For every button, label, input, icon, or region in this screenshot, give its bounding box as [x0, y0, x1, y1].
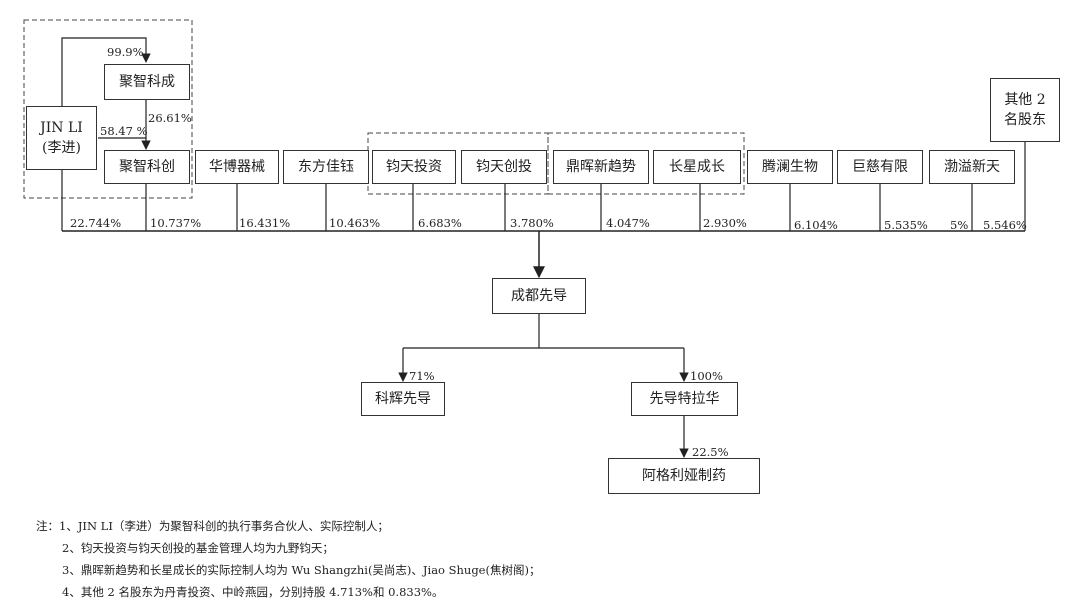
- node-agelia: 阿格利娅制药: [608, 458, 760, 494]
- footnote-2: 2、钧天投资与钧天创投的基金管理人均为九野钧天；: [62, 541, 334, 555]
- control-group-jin-li: [23, 19, 193, 199]
- footnote-4: 4、其他 2 名股东为丹青投资、中岭燕园，分别持股 4.713%和 0.833%…: [62, 585, 444, 599]
- node-juzhi-kecheng: 聚智科成: [104, 64, 190, 100]
- node-others: 其他 2 名股东: [990, 78, 1060, 142]
- pct-dinghui: 4.047%: [606, 216, 650, 230]
- pct-jin-to-kecheng: 99.9%: [107, 45, 144, 59]
- pct-jin-li: 22.744%: [70, 216, 122, 230]
- node-bohai: 渤溢新天: [929, 150, 1015, 184]
- node-juntian-touzi: 钧天投资: [372, 150, 456, 184]
- node-others-line2: 名股东: [1004, 112, 1046, 128]
- pct-xiandao-tlh: 100%: [690, 369, 723, 383]
- node-jin-li-line2: (李进): [42, 140, 81, 156]
- node-xiandao-tlh: 先导特拉华: [631, 382, 738, 416]
- node-dongfang: 东方佳钰: [283, 150, 369, 184]
- pct-huabo: 16.431%: [239, 216, 291, 230]
- node-jin-li: JIN LI (李进): [26, 106, 97, 170]
- pct-jin-to-kechuang: 58.47 %: [100, 124, 148, 138]
- node-jin-li-line1: JIN LI: [40, 120, 83, 136]
- node-huabo: 华博器械: [195, 150, 279, 184]
- pct-juntian-chuangtou: 3.780%: [510, 216, 554, 230]
- connector-lines: [23, 19, 1026, 458]
- pct-dongfang: 10.463%: [329, 216, 381, 230]
- node-juci: 巨慈有限: [837, 150, 923, 184]
- pct-agelia: 22.5%: [692, 445, 729, 459]
- edge-chengdu-to-subsidiaries: [403, 314, 684, 349]
- pct-kehui: 71%: [409, 369, 435, 383]
- pct-juntian-touzi: 6.683%: [418, 216, 462, 230]
- node-juzhi-kechuang: 聚智科创: [104, 150, 190, 184]
- pct-juzhi-kechuang: 10.737%: [150, 216, 202, 230]
- node-others-line1: 其他 2: [1004, 92, 1046, 108]
- pct-kecheng-to-kechuang: 26.61%: [148, 111, 192, 125]
- edge-jin-to-kecheng: [61, 37, 151, 106]
- node-juntian-chuangtou: 钧天创投: [461, 150, 547, 184]
- node-changxing: 长星成长: [653, 150, 741, 184]
- pct-juci: 5.535%: [884, 218, 928, 232]
- node-dinghui: 鼎晖新趋势: [553, 150, 649, 184]
- pct-changxing: 2.930%: [703, 216, 747, 230]
- pct-tenglan: 6.104%: [794, 218, 838, 232]
- footnote-1: 注：1、JIN LI（李进）为聚智科创的执行事务合伙人、实际控制人；: [36, 519, 389, 533]
- footnotes: 注：1、JIN LI（李进）为聚智科创的执行事务合伙人、实际控制人； 2、钧天投…: [36, 515, 1046, 603]
- pct-bohai: 5%: [950, 218, 969, 232]
- node-tenglan: 腾澜生物: [747, 150, 833, 184]
- node-chengdu: 成都先导: [492, 278, 586, 314]
- node-kehui: 科辉先导: [361, 382, 445, 416]
- footnote-3: 3、鼎晖新趋势和长星成长的实际控制人均为 Wu Shangzhi(吴尚志)、Ji…: [62, 563, 541, 577]
- control-group-dinghui-changxing: [547, 132, 745, 195]
- pct-others: 5.546%: [983, 218, 1027, 232]
